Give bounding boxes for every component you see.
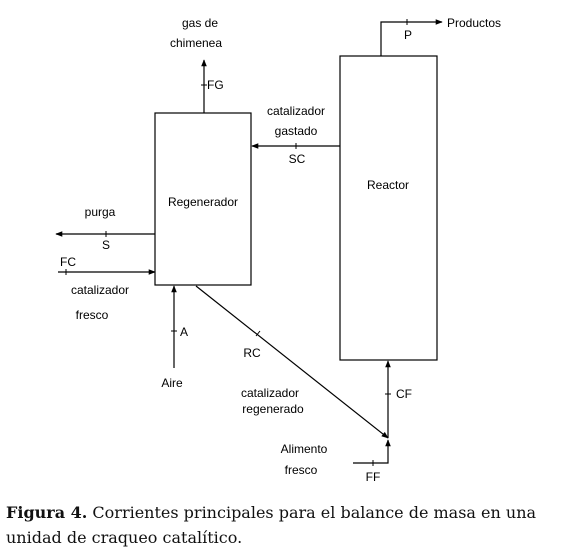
regenerator-label: Regenerador: [168, 195, 238, 209]
reactor-label: Reactor: [367, 178, 409, 192]
fc-label: FC: [60, 255, 76, 269]
diagram-area: Regenerador Reactor gas de chimenea FG c…: [55, 16, 501, 484]
products-label: Productos: [447, 16, 501, 30]
p-label: P: [404, 28, 412, 42]
figure-caption: Figura 4. Corrientes principales para el…: [6, 500, 566, 550]
ff-label: FF: [366, 470, 381, 484]
reactor-box: [339, 55, 438, 361]
regenerator-box: [154, 112, 252, 286]
fresh-feed-label-line1: Alimento: [281, 442, 328, 456]
s-label: S: [102, 238, 110, 252]
sc-label: SC: [289, 152, 306, 166]
a-label: A: [180, 325, 188, 339]
fresh-feed-label-line2: fresco: [285, 463, 318, 477]
fg-label: FG: [207, 78, 224, 92]
spent-catalyst-label-line2: gastado: [275, 124, 318, 138]
regenerated-catalyst-label-line2: regenerado: [242, 402, 304, 416]
regenerated-catalyst-tick: [255, 330, 261, 337]
figure-number: Figura 4.: [6, 503, 88, 522]
purge-label: purga: [85, 205, 116, 219]
fresh-catalyst-label-line2: fresco: [76, 308, 109, 322]
spent-catalyst-label-line1: catalizador: [267, 104, 325, 118]
products-arrow: [380, 19, 443, 56]
fresh-catalyst-label-line1: catalizador: [71, 283, 129, 297]
flue-gas-label-line1: gas de: [182, 16, 218, 30]
air-label: Aire: [161, 376, 183, 390]
regenerated-catalyst-label-line1: catalizador: [241, 386, 299, 400]
figure-caption-text: Corrientes principales para el balance d…: [6, 503, 537, 547]
rc-label: RC: [243, 346, 261, 360]
regenerated-catalyst-arrow: [195, 285, 389, 439]
fcc-mass-balance-diagram: Regenerador Reactor gas de chimenea FG c…: [55, 16, 501, 484]
fresh-feed-arrow: [353, 439, 391, 464]
flue-gas-label-line2: chimenea: [170, 36, 222, 50]
cf-label: CF: [396, 387, 412, 401]
